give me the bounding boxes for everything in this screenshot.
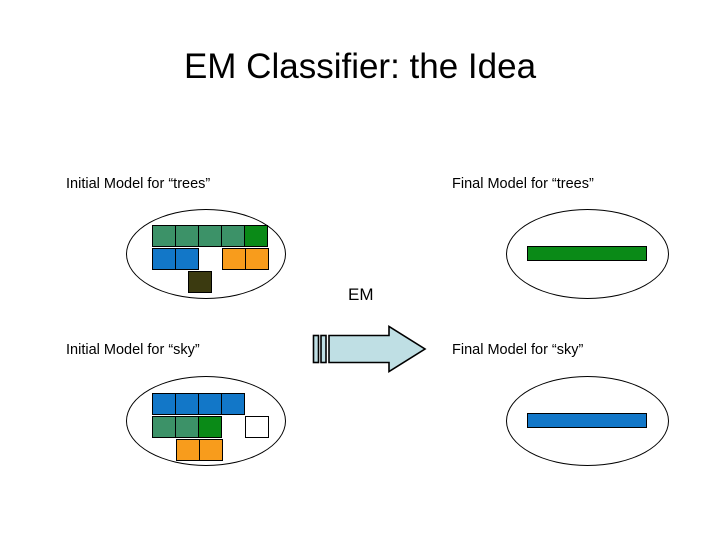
- grid-cell: [221, 225, 245, 247]
- grid-cell: [175, 393, 199, 415]
- grid-row: [152, 416, 269, 438]
- grid-cell: [199, 439, 223, 461]
- arrow-tail-stripe: [312, 334, 320, 364]
- grid-cell: [176, 439, 200, 461]
- grid-cell: [175, 416, 199, 438]
- page-title: EM Classifier: the Idea: [183, 47, 537, 86]
- grid-cell: [188, 271, 212, 293]
- grid-cell: [198, 393, 222, 415]
- final-model-sky-bar: [527, 413, 647, 428]
- label-final-model-sky: Final Model for “sky”: [452, 342, 584, 358]
- label-initial-model-sky: Initial Model for “sky”: [66, 342, 200, 358]
- label-em: EM: [348, 285, 374, 304]
- grid-cell: [175, 248, 199, 270]
- grid-cell-gap: [199, 248, 223, 270]
- grid-cell: [244, 225, 268, 247]
- grid-cell: [152, 416, 176, 438]
- em-arrow-icon: [312, 325, 427, 373]
- grid-row: [176, 439, 223, 461]
- label-initial-model-trees: Initial Model for “trees”: [66, 176, 211, 192]
- grid-cell: [152, 248, 176, 270]
- grid-row: [188, 271, 212, 293]
- arrow-tail-stripe: [320, 334, 327, 364]
- grid-cell: [245, 416, 269, 438]
- grid-row: [152, 393, 245, 415]
- final-model-trees-bar: [527, 246, 647, 261]
- grid-cell: [222, 248, 246, 270]
- grid-cell: [198, 416, 222, 438]
- grid-cell: [152, 393, 176, 415]
- grid-row: [152, 225, 268, 247]
- grid-row: [152, 248, 269, 270]
- label-final-model-trees: Final Model for “trees”: [452, 176, 594, 192]
- grid-cell-gap: [222, 416, 246, 438]
- grid-cell: [245, 248, 269, 270]
- arrow-body: [328, 325, 427, 373]
- grid-cell: [152, 225, 176, 247]
- grid-cell: [221, 393, 245, 415]
- grid-cell: [198, 225, 222, 247]
- grid-cell: [175, 225, 199, 247]
